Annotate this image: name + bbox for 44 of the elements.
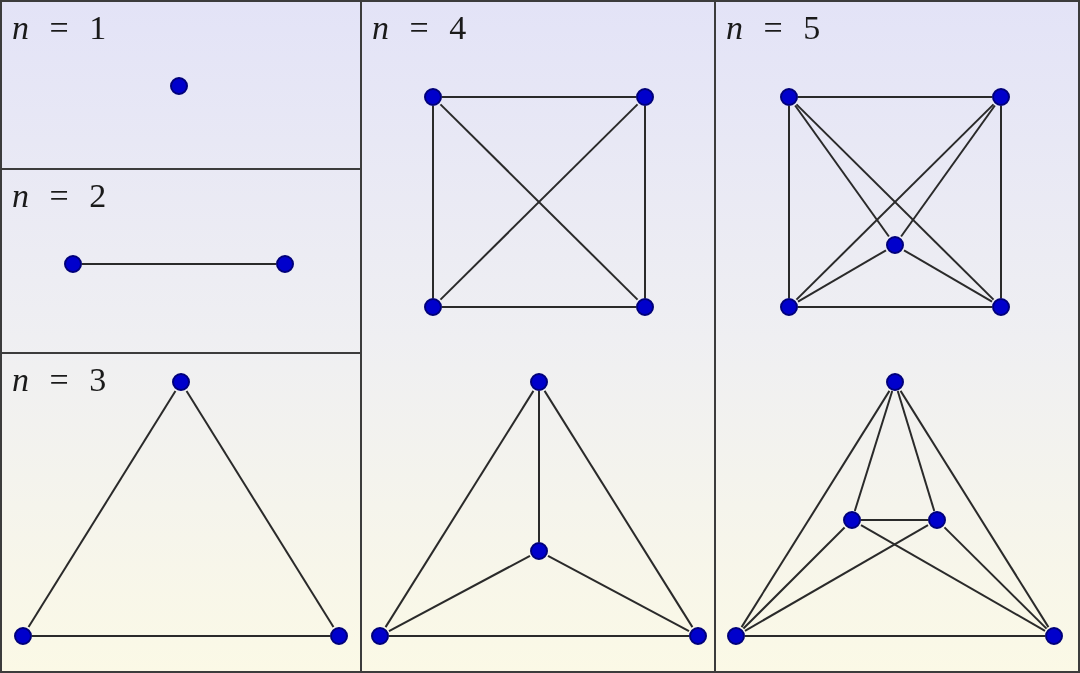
graph-edge <box>644 105 646 299</box>
graph-edge <box>388 635 690 637</box>
graph-edge <box>860 519 929 521</box>
panel-label: n = 1 <box>12 11 107 45</box>
graph-edge <box>797 306 993 308</box>
graph-edge <box>742 526 846 630</box>
graph-edge <box>740 389 891 629</box>
graph-edge <box>538 390 540 543</box>
graph-edge <box>388 554 531 633</box>
graph-panel <box>362 0 716 673</box>
graph-panel <box>0 354 362 673</box>
graph-edge <box>797 96 993 98</box>
graph-edge <box>27 389 177 629</box>
graph-edge <box>943 526 1048 630</box>
crossing-edges <box>439 103 639 301</box>
graph-edge <box>441 96 637 98</box>
graph-edge <box>441 306 637 308</box>
graph-edge <box>543 389 694 629</box>
graph-edge <box>432 105 434 299</box>
graph-panel <box>716 0 1080 673</box>
graph-edge <box>384 389 535 629</box>
panel-label: n = 2 <box>12 179 107 213</box>
graph-edge <box>81 263 277 265</box>
graph-edge <box>794 104 890 238</box>
panel-label: n = 5 <box>726 11 821 45</box>
graph-edge <box>797 249 887 303</box>
graph-edge <box>185 389 335 629</box>
graph-edge <box>31 635 331 637</box>
graph-edge <box>903 249 993 303</box>
graph-edge <box>744 524 929 632</box>
graph-edge <box>788 105 790 299</box>
graph-edge <box>899 389 1050 629</box>
graph-panel <box>0 0 362 170</box>
graph-edge <box>860 524 1046 632</box>
graph-panel <box>0 170 362 354</box>
panel-label: n = 3 <box>12 363 107 397</box>
graph-edge <box>744 635 1046 637</box>
graph-edge <box>853 390 894 512</box>
graph-edge <box>547 554 690 633</box>
crossing-edges <box>795 103 995 301</box>
panel-label: n = 4 <box>372 11 467 45</box>
graph-edge <box>1000 105 1002 299</box>
graph-edge <box>896 390 936 512</box>
graph-edge <box>900 104 996 238</box>
